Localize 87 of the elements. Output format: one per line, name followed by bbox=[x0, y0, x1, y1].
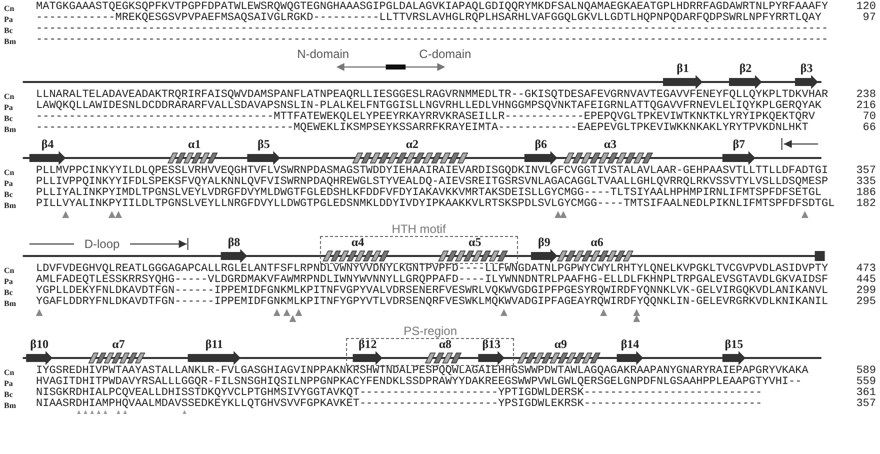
species-label: Bc bbox=[4, 25, 13, 36]
sequence-line: YGPLLDEKYFNLDKAVDTFGN------IPPEMIDFGNKMLKPITNFVGPYVALVDRSENERFVESWRLVQKWVGDGIPFPGESYRQWIRDFYQNNKLVK-GELVIRGQKVDLANIKANVL bbox=[36, 286, 828, 297]
sequence-line: ---------------------------------------MQEWEKLIKSMPSEYKSSARRFKRAYEIMTA------------EAEPEVGLTPKEVIWKKNKAKLYRYTPVKDNLHKT bbox=[36, 123, 808, 134]
sequence-line: NISGKRDHIALPCQVEALLDHISSTDKQYVCLPTGHMSIVYGGTAVKQT---------------------YPTIGDWLDERSK--------------------------- bbox=[36, 388, 762, 399]
species-label: Bm bbox=[4, 200, 16, 211]
sequence-line: PLLMVPPCINKYYILDLQPESSLVRHVVEQGHTVFLVSWRNPDASMAGSTWDDYIEHAAIRAIEVARDISGQDKINVLGFCVGGTIVSTALAVLAAR-GEHPAASVTLLTTLLDFADTGI bbox=[36, 166, 828, 177]
sequence-line: AMLFADEQTLESSKRRSYQHG-----VLDGRDMAKVFAWMRPNDLIWNYWVNNYLLGRQPPAFD----ILYWNNDNTRLPAAFHG-ELLDLFKHNPLTRPGALEVSGTAVDLGKVAIDSF bbox=[36, 275, 828, 286]
structure-label: β10 bbox=[30, 338, 48, 350]
structure-label: α4 bbox=[351, 236, 364, 248]
species-label: Bm bbox=[4, 400, 16, 411]
residue-number: 186 bbox=[856, 188, 876, 199]
residue-number: 445 bbox=[856, 275, 876, 286]
structure-label: α1 bbox=[188, 138, 201, 150]
sequence-line: PLLIVPPQINKYYIFDLSPEKSFVQYALKNNLQVFVISWRNPDAQHREWGLSTYVEALDQ-AIEVSREITGSRSVNLAGACAGGLTVAALLGHLQVRRQLRKVSSVTYLVSLLDSQMESP bbox=[36, 177, 828, 188]
structure-label: β9 bbox=[538, 236, 550, 248]
residue-number: 473 bbox=[856, 264, 876, 275]
structure-label: β4 bbox=[41, 138, 54, 150]
residue-number: 216 bbox=[856, 101, 876, 112]
domain-label: N-domain bbox=[297, 48, 350, 60]
structure-label: β1 bbox=[676, 62, 689, 74]
species-label: Cn bbox=[4, 367, 14, 378]
sequence-line: PILLVYALINKPYIILDLTPGNSLVEYLLNRGFDVYLLDWGTPGLEDSNMKLDDYIVDYIPKAAKKVLRTSKSPDLSVLGYCMGG----TMTSIFAALNEDLPIKNLIFMTSPFDFSDTGL bbox=[36, 199, 835, 210]
residue-number: 589 bbox=[856, 366, 876, 377]
structure-label: α5 bbox=[468, 236, 482, 248]
structure-label: β2 bbox=[739, 62, 752, 74]
species-label: Bm bbox=[4, 298, 16, 309]
residue-number: 120 bbox=[856, 2, 876, 13]
structure-label: α8 bbox=[438, 338, 452, 350]
structure-label: β14 bbox=[620, 338, 640, 350]
residue-number: 70 bbox=[862, 112, 876, 123]
structure-label: α3 bbox=[604, 138, 617, 150]
residue-number: 357 bbox=[856, 166, 876, 177]
species-label: Pa bbox=[4, 102, 13, 113]
species-label: Cn bbox=[4, 265, 14, 276]
sequence-line: LDVFVDEGHVQLREATLGGGAGAPCALLRGLELANTFSFLRPNDLVWNYVVDNYLKGNTPVPFD----LLFWNGDATNLPGPWYCWYLRHTYLQNELKVPGKLTVCGVPVDLASIDVPTY bbox=[36, 264, 828, 275]
species-label: Bc bbox=[4, 189, 13, 200]
residue-number: 97 bbox=[862, 13, 876, 24]
structure-label: β7 bbox=[732, 138, 746, 150]
species-label: Bc bbox=[4, 389, 13, 400]
structure-label: β6 bbox=[534, 138, 548, 150]
structure-label: β5 bbox=[258, 138, 270, 150]
species-label: Cn bbox=[4, 3, 14, 14]
species-label: Pa bbox=[4, 178, 13, 189]
species-label: Bc bbox=[4, 113, 13, 124]
structure-label: β13 bbox=[482, 338, 501, 350]
residue-number: 559 bbox=[856, 377, 876, 388]
residue-number: 357 bbox=[856, 399, 876, 410]
species-label: Pa bbox=[4, 14, 13, 25]
sequence-line: HVAGITDHITPWDAVYRSALLLGGQR-FILSNSGHIQSILNPPGNPKACYFENDKLSSDPRAWYYDAKREEGSWWPVWLGWLQERSGELGNPDFNLGSAAHPPLEAAPGTYVHI-- bbox=[36, 377, 802, 388]
species-label: Bm bbox=[4, 124, 16, 135]
domain-label: C-domain bbox=[419, 48, 472, 60]
structure-label: α9 bbox=[554, 338, 568, 350]
species-label: Pa bbox=[4, 276, 13, 287]
residue-number: 182 bbox=[856, 199, 876, 210]
residue-number: 335 bbox=[856, 177, 876, 188]
region-title: PS-region bbox=[404, 325, 458, 337]
sequence-line: YGAFLDDRYFNLDKAVDTFGN------IPPEMIDFGNKMLKPITNFYGPYVTLVDRSENQRFVESWKLMQKWVADGIPFAGEAYRQWIRDFYQQNKLIN-GELEVRGRKVDLKNIKANIL bbox=[36, 297, 828, 308]
species-label: Bm bbox=[4, 36, 16, 47]
sequence-line: LLNARALTELADAVEADAKTRQRIRFAISQWVDAMSPANFLATNPEAQRLLIESGGESLRAGVRNMMEDLTR--GKISQTDESAFEVGRNVAVTEGAVVFENEYFQLLQYKPLTDKVHAR bbox=[36, 90, 828, 101]
sequence-line: ------------------------------------MTTFATEWEKQLELYPEEYRKAYRRVKRASEILLR------------EPEPQVGLTPKEVIWTKNKTKLYRYIPKQEKTQRV bbox=[36, 112, 815, 123]
structure-label: α2 bbox=[406, 138, 419, 150]
residue-number: 238 bbox=[856, 90, 876, 101]
structure-label: β8 bbox=[228, 236, 240, 248]
structure-label: β15 bbox=[724, 338, 744, 350]
species-label: Cn bbox=[4, 91, 14, 102]
species-label: Cn bbox=[4, 167, 14, 178]
region-title: HTH motif bbox=[392, 223, 446, 235]
structure-label: β12 bbox=[358, 338, 377, 350]
structure-label: β3 bbox=[800, 62, 813, 74]
species-label: Bc bbox=[4, 287, 13, 298]
residue-number: 66 bbox=[862, 123, 876, 134]
residue-number: 361 bbox=[856, 388, 876, 399]
sequence-line: NIAASRDHIAMPHQVAALMDAVSSEDKEYKLLQTGHVSVVFGPKAVKET---------------------YPSIGDWLEKRSK--------------------------- bbox=[36, 399, 762, 410]
sequence-line: ------------------------------------------------------------------------------------------------------------------------ bbox=[36, 24, 828, 35]
sequence-line: ------------------------------------------------------------------------------------------------------------------------ bbox=[36, 35, 828, 46]
region-label: D-loop bbox=[84, 238, 120, 250]
species-label: Pa bbox=[4, 378, 13, 389]
sequence-line: LAWQKQLLAWIDESNLDCDDRARARFVALLSDAVAPSNSLIN-PLALKELFNTGGISLLNGVRHLLEDLVHNGGMPSQVNKTAFEIGRNLATTQGAVVFRNEVLELIQYKPLGERQYAK bbox=[36, 101, 822, 112]
sequence-line: MATGKGAAASTQEGKSQPFKVTPGPFDPATWLEWSRQWQGTEGNGHAAASGIPGLDALAGVKIAPAQLGDIQQRYMKDFSALNQAMAEGKAEATGPLHDRRFAGDAWRTNLPYRFAAAFY bbox=[36, 2, 828, 13]
residue-number: 299 bbox=[856, 286, 876, 297]
structure-label: β11 bbox=[205, 338, 224, 350]
sequence-line: ------------MREKQESGSVPVPAEFMSAQSAIVGLRGKD----------LLTTVRSLAVHGLRQPLHSARHLVAFGGQLGKVLLGDTLHQPNPQDARFQDPSWRLNPFYRRTLQAY bbox=[36, 13, 822, 24]
sequence-line: PLLIYALINKPYIMDLTPGNSLVEYLVDRGFDVYMLDWGTFGLEDSHLKFDDFVFDYIAKAVKKVMRTAKSDEISLLGYCMGG----TLTSIYAALHPHMPIRNLIFMTSPFDFSETGL bbox=[36, 188, 822, 199]
sequence-line: IYGSREDHIVPWTAAYASTALLANKLR-FVLGASGHIAGVINPPAKNKRSHWTNDALPESPQQWLAGAIEHHGSWWPDWTAWLAGQAGAKRAAPANYGNARYRAIEPAPGRYVKAKA bbox=[36, 366, 808, 377]
structure-label: α6 bbox=[590, 236, 604, 248]
residue-number: 295 bbox=[856, 297, 876, 308]
structure-label: α7 bbox=[112, 338, 125, 350]
